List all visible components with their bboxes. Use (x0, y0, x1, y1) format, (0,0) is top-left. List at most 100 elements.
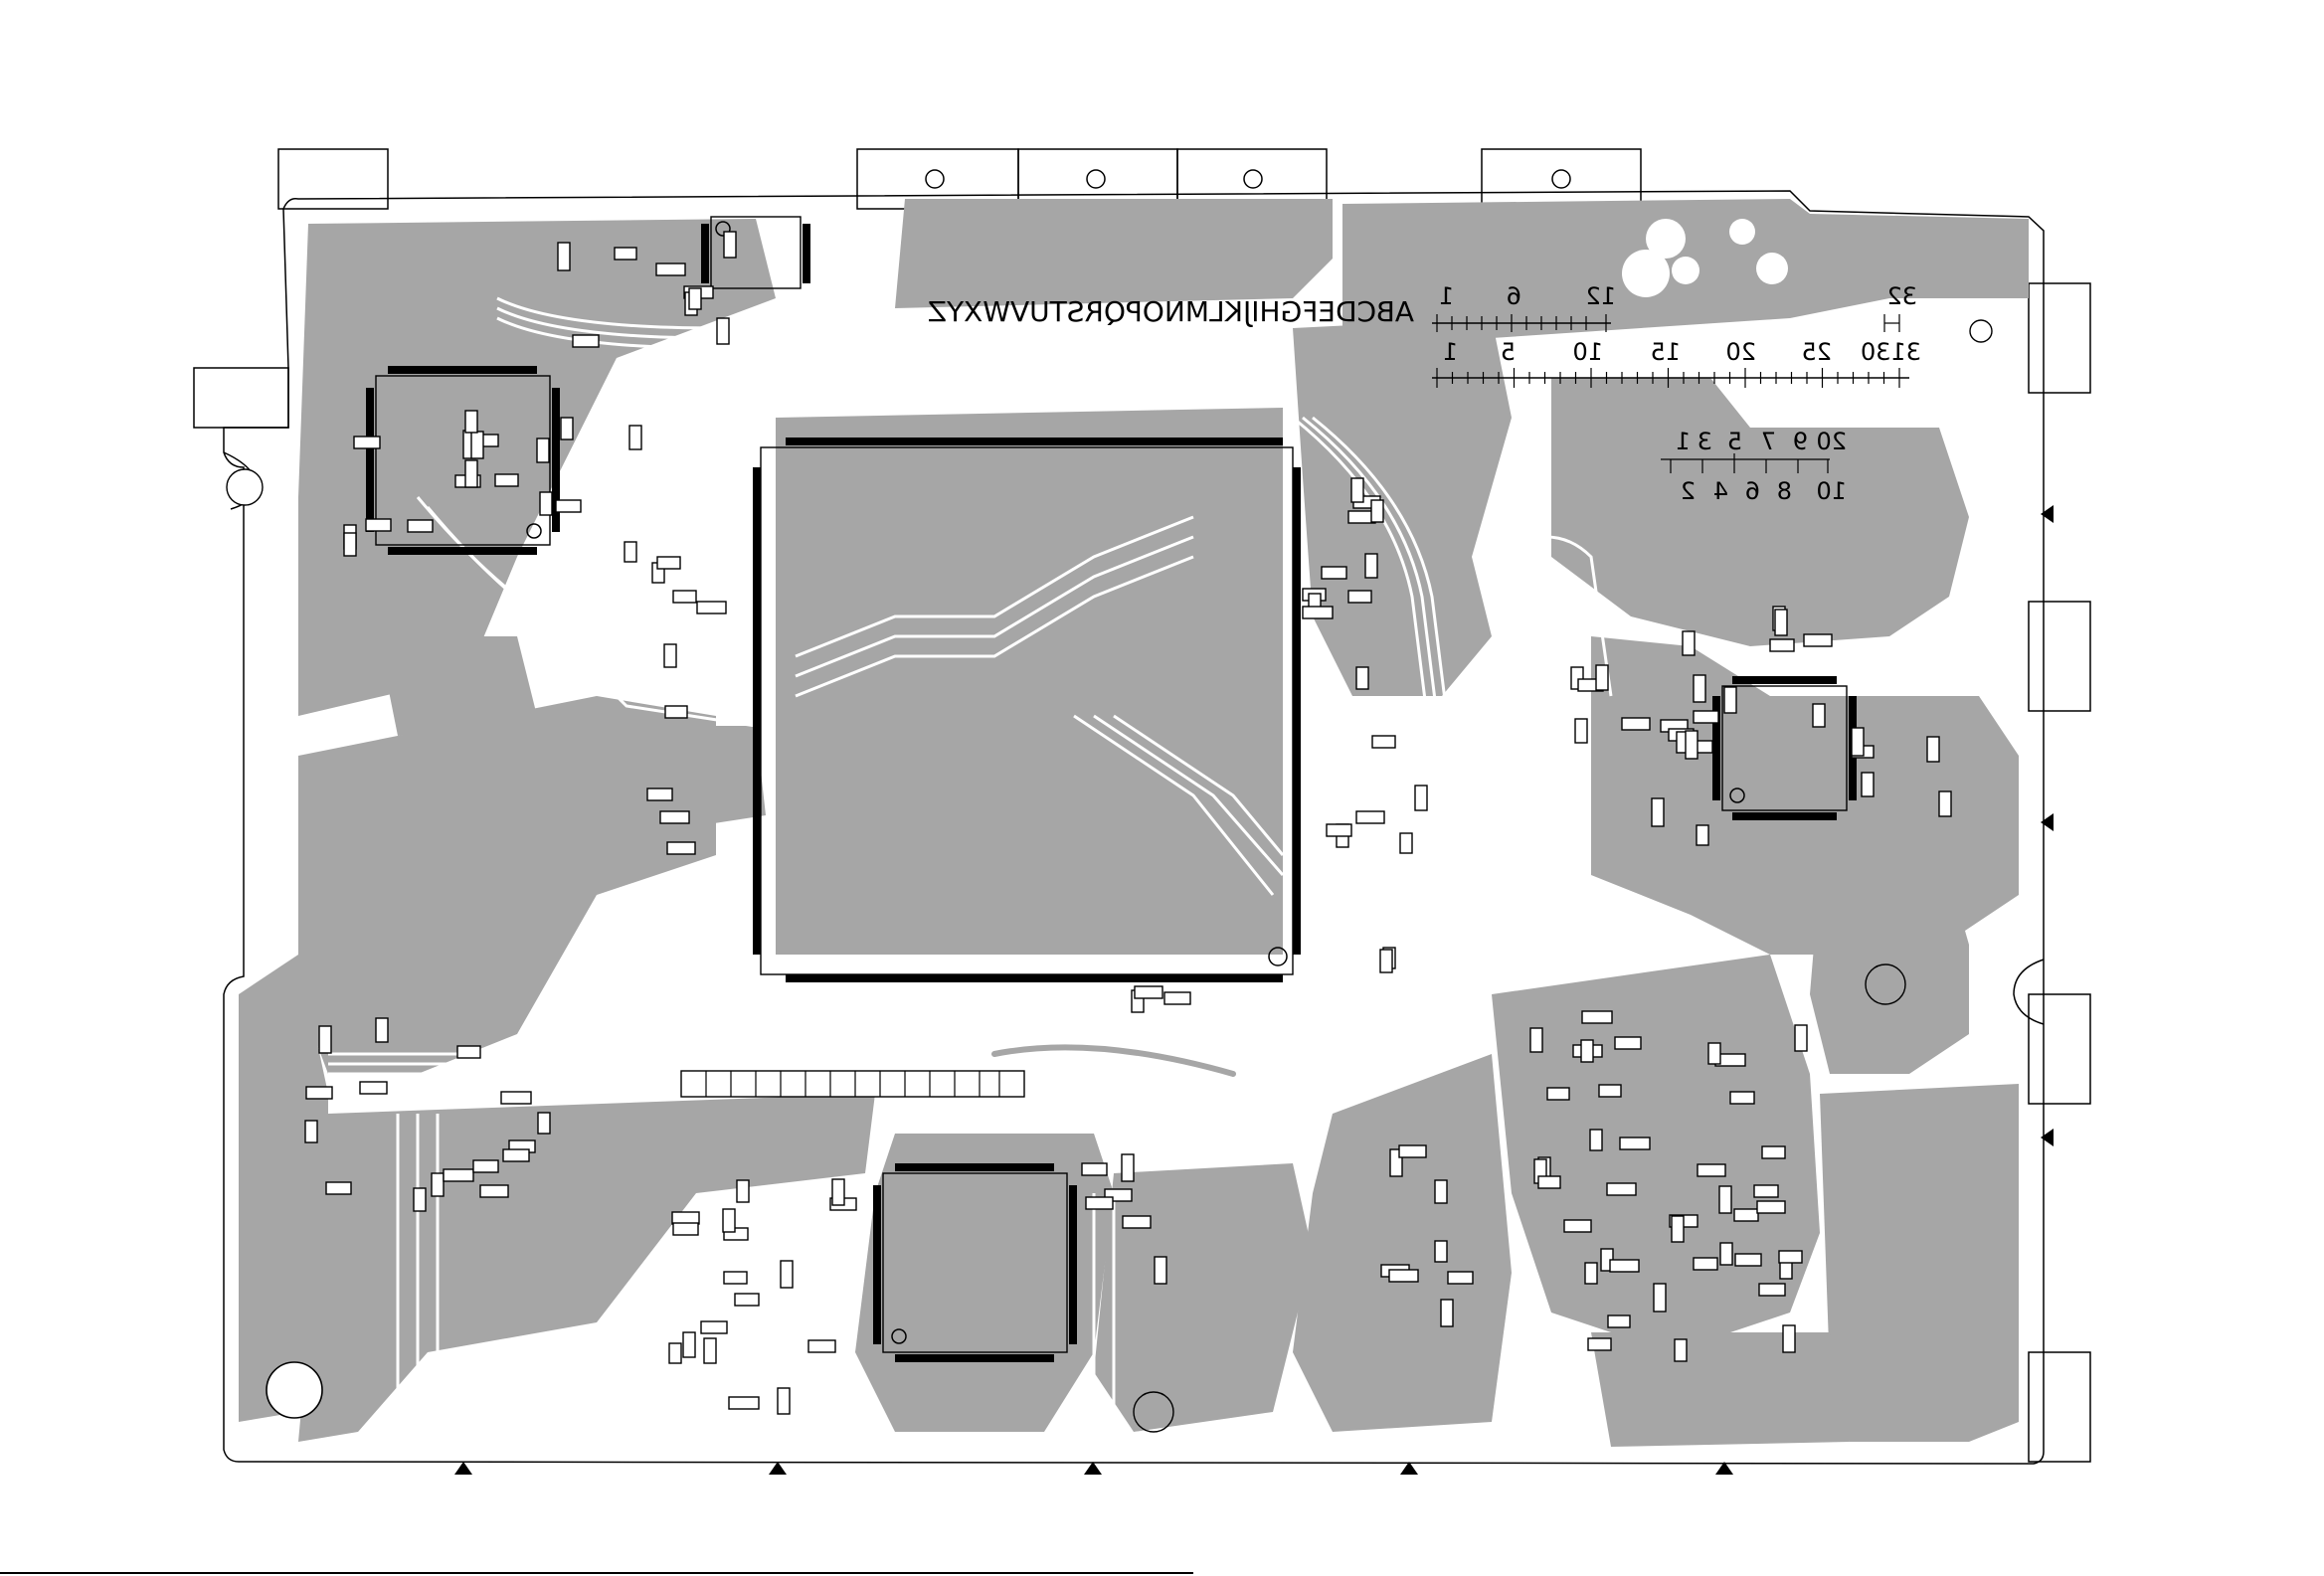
passive-component (1779, 1251, 1802, 1263)
svg-text:7: 7 (1761, 428, 1776, 455)
passive-component (1735, 1254, 1761, 1266)
connector-strip (681, 1071, 1024, 1097)
passive-component (1564, 1220, 1591, 1232)
passive-component (1697, 825, 1708, 845)
passive-component (778, 1388, 790, 1414)
passive-component (1654, 1284, 1666, 1312)
triangle-marker-icon (769, 1462, 787, 1475)
passive-component (1775, 610, 1787, 635)
passive-component (1927, 737, 1939, 762)
passive-component (1389, 1270, 1418, 1282)
passive-component (1327, 824, 1351, 836)
passive-component (444, 1169, 473, 1181)
passive-component (414, 1188, 426, 1211)
passive-component (1607, 1183, 1636, 1195)
passive-component (1757, 1201, 1785, 1213)
passive-component (1672, 1216, 1684, 1242)
connector-tab-right-4 (2029, 1352, 2090, 1462)
passive-component (1303, 607, 1333, 618)
passive-component (672, 1212, 699, 1224)
passive-component (537, 438, 549, 462)
scale-bottom-num-10: 10 (1572, 338, 1603, 366)
passive-component (1372, 736, 1395, 748)
scale-bottom-num-25: 25 (1801, 338, 1832, 366)
passive-component (1675, 1339, 1687, 1361)
passive-component (540, 492, 552, 515)
passive-component (1804, 634, 1832, 646)
svg-text:2: 2 (1681, 477, 1696, 505)
passive-component (473, 1160, 498, 1172)
scale-top-num-1: 1 (1439, 282, 1454, 310)
passive-component (660, 811, 689, 823)
scale-bottom-num-1: 1 (1443, 338, 1458, 366)
passive-component (1610, 1260, 1639, 1272)
passive-component (1596, 665, 1608, 690)
passive-component (1708, 1043, 1720, 1064)
passive-component (1862, 773, 1874, 796)
passive-component (1441, 1300, 1453, 1326)
passive-component (1620, 1138, 1650, 1149)
passive-component (1448, 1272, 1473, 1284)
passive-component (657, 557, 680, 569)
passive-component (723, 1209, 735, 1232)
passive-component (503, 1149, 529, 1161)
passive-component (1351, 478, 1363, 502)
passive-component (1720, 1243, 1732, 1265)
passive-component (465, 460, 477, 487)
passive-component (735, 1294, 759, 1306)
svg-text:3: 3 (1698, 428, 1712, 455)
passive-component (697, 602, 726, 613)
triangle-marker-icon (454, 1462, 472, 1475)
passive-component (656, 263, 685, 275)
passive-component (724, 232, 736, 258)
passive-component (1590, 1130, 1602, 1150)
svg-text:6: 6 (1745, 477, 1760, 505)
ic-main-pins-top (786, 438, 1283, 445)
connector-tab-left (194, 368, 288, 428)
passive-component (1622, 718, 1650, 730)
passive-component (1694, 675, 1705, 702)
ic-main-pins-bottom (786, 974, 1283, 982)
passive-component (1813, 704, 1825, 727)
scale-top-num-12: 12 (1585, 282, 1616, 310)
passive-component (647, 788, 672, 800)
passive-component (1698, 1164, 1725, 1176)
passive-component (1582, 1011, 1612, 1023)
passive-component (376, 1018, 388, 1042)
passive-component (689, 288, 701, 309)
passive-component (1754, 1185, 1778, 1197)
passive-component (729, 1397, 759, 1409)
passive-component (1530, 1028, 1542, 1052)
connector-tab-top-left (278, 149, 388, 209)
passive-component (1322, 567, 1346, 579)
passive-component (1719, 1186, 1731, 1213)
passive-component (480, 1185, 508, 1197)
alphabet-label: ABCDEFGHIJKLMNOPQRSTUVWXYZ (928, 295, 1414, 328)
triangle-marker-icon (2041, 505, 2054, 523)
passive-component (1608, 1315, 1630, 1327)
passive-component (1683, 631, 1695, 655)
scale-top-num-6: 6 (1507, 282, 1521, 310)
passive-component (471, 432, 483, 458)
ic-main-pins-left (753, 467, 761, 955)
passive-component (1547, 1088, 1569, 1100)
passive-component (781, 1261, 793, 1288)
passive-component (1581, 1040, 1593, 1062)
passive-component (319, 1026, 331, 1053)
passive-component (832, 1179, 844, 1205)
svg-text:1: 1 (1676, 428, 1691, 455)
passive-component (432, 1173, 444, 1196)
passive-component (629, 426, 641, 449)
passive-component (615, 248, 636, 260)
passive-component (1415, 786, 1427, 810)
passive-component (1730, 1092, 1754, 1104)
passive-component (1365, 554, 1377, 578)
svg-text:8: 8 (1777, 477, 1792, 505)
passive-component (669, 1343, 681, 1363)
svg-text:4: 4 (1713, 477, 1728, 505)
passive-component (673, 591, 696, 603)
passive-component (808, 1340, 835, 1352)
passive-component (667, 842, 695, 854)
passive-component (1694, 711, 1718, 723)
passive-component (717, 318, 729, 344)
